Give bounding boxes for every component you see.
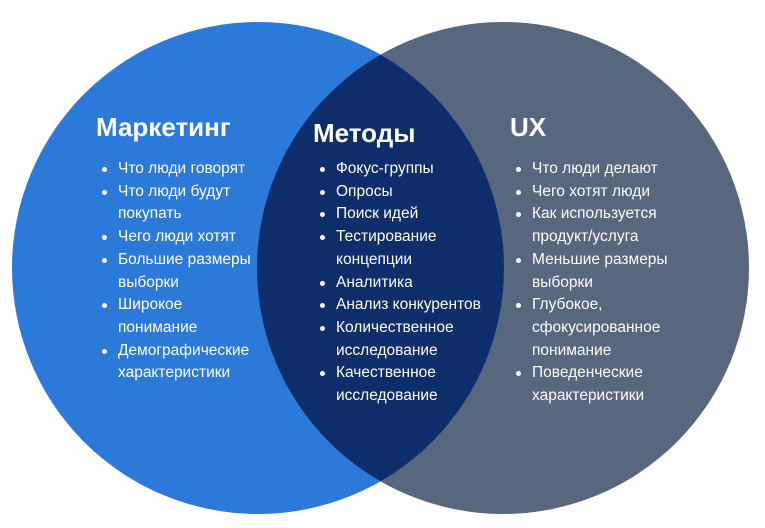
marketing-list-item: Чего люди хотят: [100, 226, 251, 249]
marketing-list-item: Что люди будут покупать: [100, 181, 251, 226]
methods-item-text: Опросы: [336, 182, 393, 200]
marketing-item-text: Что люди будут покупать: [118, 182, 231, 223]
ux-item-text: Меньшие размеры выборки: [532, 250, 668, 291]
methods-item-text: Фокус-группы: [336, 160, 434, 177]
marketing-title: Маркетинг: [96, 112, 231, 142]
bullet-dot: [320, 280, 325, 286]
bullet-dot: [320, 212, 325, 218]
methods-list-item: Качественное исследование: [318, 362, 481, 407]
bullet-dot: [320, 235, 325, 241]
bullet-dot: [516, 167, 521, 172]
bullet-dot: [516, 303, 521, 309]
bullet-dot: [320, 303, 325, 309]
methods-item-text: Количественное исследование: [336, 318, 454, 359]
methods-list-item: Аналитика: [318, 272, 481, 295]
methods-list-item: Количественное исследование: [318, 317, 481, 362]
methods-list-item: Анализ конкурентов: [318, 294, 481, 317]
bullet-dot: [102, 303, 107, 309]
methods-item-text: Тестирование концепции: [336, 228, 437, 268]
methods-title: Методы: [313, 118, 416, 148]
marketing-item-text: Большие размеры выборки: [118, 250, 251, 291]
marketing-item-text: Чего люди хотят: [118, 228, 236, 246]
methods-overlap: [257, 22, 504, 514]
methods-item-text: Анализ конкурентов: [336, 296, 481, 314]
bullet-dot: [320, 371, 325, 377]
marketing-list-item: Что люди говорят: [100, 158, 251, 181]
methods-item-text: Качественное исследование: [336, 364, 438, 405]
bullet-dot: [102, 257, 107, 263]
marketing-item-text: Широкое понимание: [118, 296, 198, 336]
ux-item-text: Поведенческие характеристики: [532, 364, 645, 405]
marketing-list: Что люди говорят Что люди будут покупать…: [100, 158, 251, 385]
bullet-dot: [102, 235, 107, 241]
methods-list-item: Опросы: [318, 181, 481, 204]
ux-list-item: Что люди делают: [514, 158, 668, 181]
ux-item-text: Глубокое, сфокусированное понимание: [532, 296, 661, 359]
bullet-dot: [102, 167, 107, 172]
ux-list-item: Как используется продукт/услуга: [514, 203, 668, 248]
ux-list-item: Чего хотят люди: [514, 181, 668, 204]
bullet-dot: [320, 189, 325, 195]
bullet-dot: [516, 212, 521, 218]
ux-list: Что люди делают Чего хотят люди Как испо…: [514, 158, 668, 408]
ux-list-item: Меньшие размеры выборки: [514, 249, 668, 294]
marketing-item-text: Что люди говорят: [118, 160, 246, 177]
bullet-dot: [102, 189, 107, 195]
bullet-dot: [102, 348, 107, 354]
marketing-item-text: Демографические характеристики: [118, 341, 250, 382]
bullet-dot: [516, 371, 521, 377]
methods-item-text: Аналитика: [336, 273, 413, 291]
methods-list-item: Фокус-группы: [318, 158, 481, 181]
bullet-dot: [320, 167, 325, 172]
ux-item-text: Что люди делают: [532, 160, 658, 177]
ux-title: UX: [510, 112, 547, 142]
ux-list-item: Глубокое, сфокусированное понимание: [514, 294, 668, 362]
methods-list: Фокус-группы Опросы Поиск идей Тестирова…: [318, 158, 481, 408]
methods-list-item: Тестирование концепции: [318, 226, 481, 271]
marketing-list-item: Широкое понимание: [100, 294, 251, 339]
marketing-list-item: Демографические характеристики: [100, 340, 251, 385]
methods-list-item: Поиск идей: [318, 203, 481, 226]
ux-item-text: Как используется продукт/услуга: [532, 205, 657, 246]
bullet-dot: [320, 325, 325, 331]
marketing-list-item: Большие размеры выборки: [100, 249, 251, 294]
bullet-dot: [516, 257, 521, 263]
bullet-dot: [516, 189, 521, 195]
ux-list-item: Поведенческие характеристики: [514, 362, 668, 407]
methods-item-text: Поиск идей: [336, 205, 419, 223]
ux-item-text: Чего хотят люди: [532, 182, 650, 200]
